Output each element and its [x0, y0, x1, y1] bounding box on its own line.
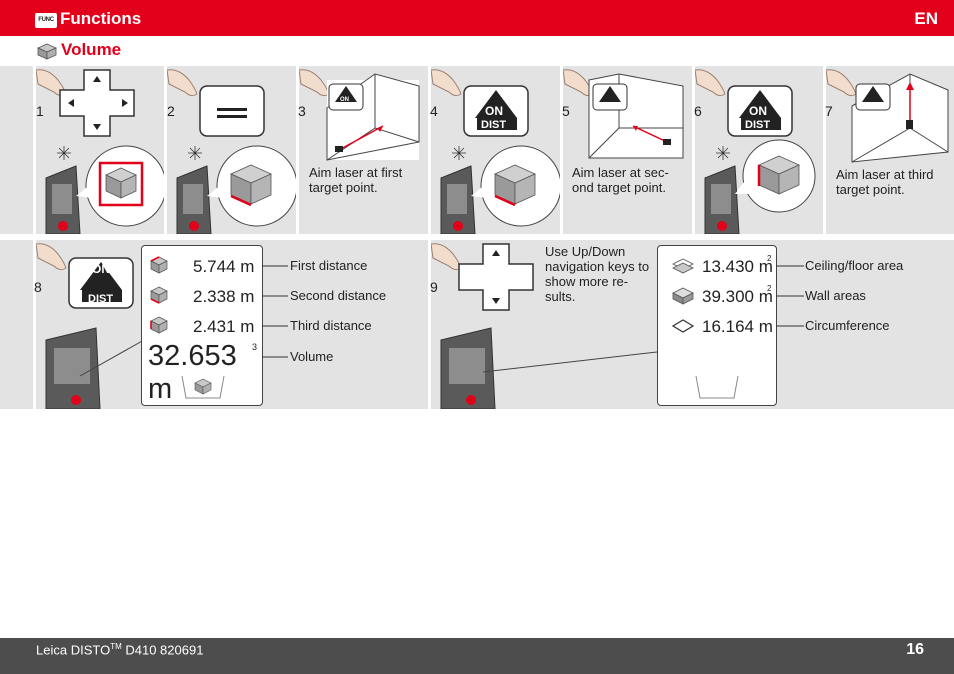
arrow-right-icon	[122, 99, 128, 107]
volume-label: Volume	[290, 349, 334, 364]
on-label: ON	[92, 262, 110, 276]
display-screen: 5.744 m 2.338 m 2.431 m 32.653 m 3	[141, 245, 263, 406]
step-number: 9	[430, 279, 438, 295]
distance-value: 2.338 m	[193, 287, 255, 306]
step-number: 8	[34, 279, 42, 295]
divider	[823, 66, 826, 234]
footer-bar	[0, 638, 954, 674]
volume-result: 32.653 m	[148, 340, 237, 405]
on-label-small: ON	[340, 97, 349, 103]
unit-exponent: 2	[767, 284, 772, 293]
area-value: 13.430 m	[702, 257, 773, 276]
page-title: Functions	[60, 9, 142, 28]
ceiling-floor-area-label: Ceiling/floor area	[805, 258, 904, 273]
divider	[296, 66, 299, 234]
language-code: EN	[914, 9, 938, 28]
step-number: 6	[694, 103, 702, 119]
step-number: 3	[298, 103, 306, 119]
dist-label: DIST	[481, 119, 507, 131]
circumference-value: 16.164 m	[702, 317, 773, 336]
cube-length-icon	[150, 256, 168, 274]
on-label: ON	[485, 104, 503, 118]
dist-label: DIST	[88, 293, 114, 305]
arrow-down-icon	[492, 298, 500, 304]
second-distance-label: Second distance	[290, 288, 387, 303]
circumference-icon	[672, 319, 694, 333]
header-bar	[0, 0, 954, 36]
third-distance-label: Third distance	[290, 318, 372, 333]
step1-illustration	[36, 69, 164, 234]
step2-illustration	[167, 69, 296, 234]
func-key-icon: FUNC	[35, 13, 57, 28]
nav-hint: Use Up/Down navigation keys to show more…	[545, 244, 650, 304]
divider	[560, 66, 563, 234]
unit-exponent: 2	[767, 254, 772, 263]
margin-strip	[0, 240, 33, 409]
callout-lines	[776, 265, 804, 327]
step5-illustration	[563, 69, 684, 159]
circumference-label: Circumference	[805, 318, 890, 333]
divider	[692, 66, 695, 234]
cube-height-icon	[150, 316, 168, 334]
tab-icon	[695, 375, 739, 399]
divider	[428, 66, 431, 234]
callout-lines	[262, 265, 288, 358]
volume-tab-icon	[181, 375, 225, 399]
step3-illustration	[299, 69, 420, 161]
arrow-up-icon	[492, 250, 500, 256]
distance-value: 5.744 m	[193, 257, 255, 276]
step7-illustration	[826, 69, 949, 163]
arrow-left-icon	[68, 99, 74, 107]
step-number: 5	[562, 103, 570, 119]
cube-icon	[37, 43, 57, 60]
on-label: ON	[749, 104, 767, 118]
step8-illustration	[36, 243, 145, 409]
floor-area-icon	[672, 258, 694, 274]
page-number: 16	[906, 641, 924, 658]
cube-width-icon	[150, 286, 168, 304]
step-number: 1	[36, 103, 44, 119]
wall-area-icon	[672, 287, 694, 305]
step-number: 4	[430, 103, 438, 119]
dist-label: DIST	[745, 119, 771, 131]
first-distance-label: First distance	[290, 258, 368, 273]
arrow-down-icon	[93, 124, 101, 130]
step5-caption: Aim laser at sec-ond target point.	[572, 165, 669, 195]
distance-value: 2.431 m	[193, 317, 255, 336]
wall-areas-label: Wall areas	[805, 288, 866, 303]
section-title: Volume	[61, 40, 122, 59]
step-number: 2	[167, 103, 175, 119]
step6-illustration	[695, 69, 816, 234]
step4-illustration	[431, 69, 560, 234]
step9-illustration	[431, 243, 657, 409]
arrow-up-icon	[93, 76, 101, 82]
step-number: 7	[825, 103, 833, 119]
footer-model: Leica DISTOTM D410 820691	[36, 642, 204, 658]
display-screen: 13.430 m 2 39.300 m 2 16.164 m	[657, 245, 777, 406]
divider	[33, 66, 36, 234]
area-value: 39.300 m	[702, 287, 773, 306]
volume-exponent: 3	[252, 342, 258, 352]
divider	[164, 66, 167, 234]
